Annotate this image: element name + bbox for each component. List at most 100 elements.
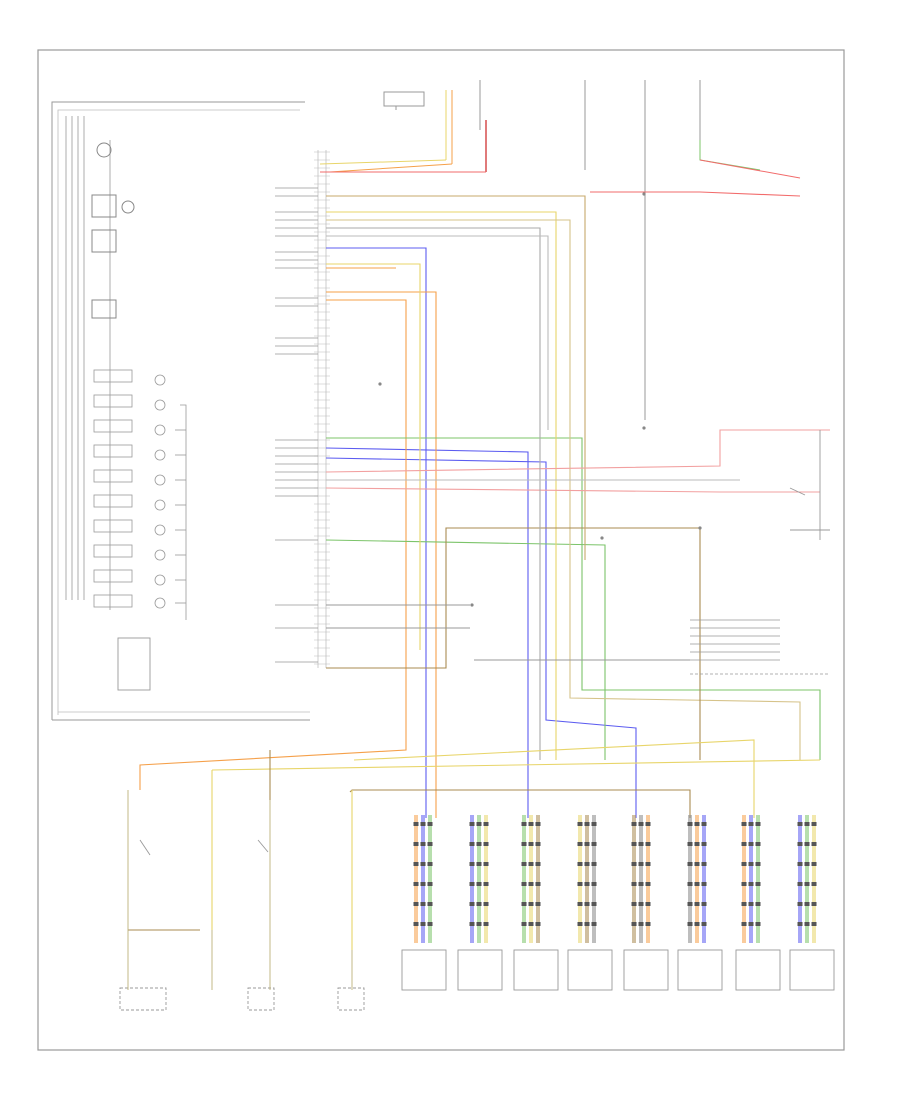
connector-pin-band: [427, 882, 433, 886]
connector-pin-band: [469, 842, 475, 846]
connector-pin-band: [741, 842, 747, 846]
connector-pin-band: [535, 822, 541, 826]
sensor-connector-wire: [695, 815, 699, 943]
connector-pin-band: [631, 882, 637, 886]
connector-pin-band: [469, 902, 475, 906]
harness-wires: [128, 191, 830, 950]
connector-pin-band: [741, 862, 747, 866]
connector-pin-band: [420, 822, 426, 826]
connector-pin-band: [638, 822, 644, 826]
connector-pin-band: [521, 882, 527, 886]
connector-pin-band: [811, 862, 817, 866]
sensor-connector-wire: [414, 815, 418, 943]
connector-pin-band: [521, 902, 527, 906]
connector-pin-band: [476, 862, 482, 866]
connector-pin-band: [755, 902, 761, 906]
connector-pin-band: [483, 822, 489, 826]
connector-pin-band: [413, 842, 419, 846]
connector-pin-band: [638, 922, 644, 926]
connector-pin-band: [521, 922, 527, 926]
connector-pin-band: [584, 862, 590, 866]
connector-pin-band: [476, 902, 482, 906]
sensor-connector-wire: [585, 815, 589, 943]
level-sensor-switches: [119, 790, 365, 1011]
connector-pin-band: [577, 822, 583, 826]
connector-pin-band: [804, 902, 810, 906]
connector-pin-band: [521, 842, 527, 846]
connector-pin-band: [645, 822, 651, 826]
connector-pin-band: [748, 882, 754, 886]
connector-pin-band: [413, 902, 419, 906]
connector-pin-band: [469, 822, 475, 826]
wheel-speed-sensor-box: [677, 949, 723, 991]
connector-pin-band: [804, 862, 810, 866]
connector-pin-band: [483, 902, 489, 906]
connector-pin-band: [755, 842, 761, 846]
connector-pin-band: [687, 822, 693, 826]
wheel-speed-sensors: [401, 949, 835, 991]
connector-pin-band: [748, 842, 754, 846]
connector-pin-band: [528, 822, 534, 826]
connector-pin-band: [427, 862, 433, 866]
sensor-connector-wire: [632, 815, 636, 943]
connector-pin-band: [427, 902, 433, 906]
sensor-connector-wire: [428, 815, 432, 943]
connector-pin-band: [420, 862, 426, 866]
connector-pin-band: [528, 862, 534, 866]
connector-pin-band: [631, 922, 637, 926]
connector-pin-band: [591, 882, 597, 886]
wheel-speed-sensor-box: [623, 949, 669, 991]
connector-pin-band: [469, 882, 475, 886]
connector-pin-band: [584, 902, 590, 906]
connector-pin-band: [584, 842, 590, 846]
connector-pin-band: [631, 862, 637, 866]
sensor-connector-wire: [421, 815, 425, 943]
connector-pin-band: [631, 902, 637, 906]
connector-pin-band: [577, 862, 583, 866]
connector-pin-band: [797, 922, 803, 926]
sensor-connector-wire: [477, 815, 481, 943]
connector-pin-band: [469, 862, 475, 866]
wheel-speed-sensor-box: [513, 949, 559, 991]
sensor-connector-wire: [749, 815, 753, 943]
wheel-speed-sensor-box: [457, 949, 503, 991]
connector-pin-band: [748, 862, 754, 866]
diagram-frame: [37, 49, 845, 1051]
connector-pin-band: [413, 822, 419, 826]
connector-pin-band: [427, 922, 433, 926]
connector-pin-band: [577, 842, 583, 846]
connector-pin-band: [591, 902, 597, 906]
connector-pin-band: [584, 882, 590, 886]
sensor-connector-wire: [529, 815, 533, 943]
connector-pin-band: [741, 822, 747, 826]
connector-pin-band: [797, 862, 803, 866]
connector-pin-band: [694, 922, 700, 926]
connector-pin-band: [694, 902, 700, 906]
connector-pin-band: [535, 922, 541, 926]
connector-pin-band: [577, 922, 583, 926]
connector-pin-band: [584, 822, 590, 826]
connector-pin-band: [804, 822, 810, 826]
connector-pin-band: [535, 842, 541, 846]
connector-pin-band: [577, 882, 583, 886]
connector-pin-band: [687, 882, 693, 886]
connector-pin-band: [811, 822, 817, 826]
connector-pin-band: [694, 862, 700, 866]
connector-pin-band: [483, 862, 489, 866]
wheel-speed-sensor-box: [789, 949, 835, 991]
misc-indicators: [378, 192, 702, 607]
connector-pin-band: [797, 902, 803, 906]
connector-pin-band: [687, 902, 693, 906]
connector-pin-band: [483, 842, 489, 846]
connector-pin-band: [741, 902, 747, 906]
connector-pin-band: [741, 922, 747, 926]
connector-pin-band: [577, 902, 583, 906]
connector-pin-band: [811, 902, 817, 906]
connector-pin-band: [483, 922, 489, 926]
connector-pin-band: [645, 842, 651, 846]
sensor-connector-wire: [756, 815, 760, 943]
sensor-connector-wire: [798, 815, 802, 943]
connector-pin-band: [427, 842, 433, 846]
connector-pin-band: [528, 922, 534, 926]
